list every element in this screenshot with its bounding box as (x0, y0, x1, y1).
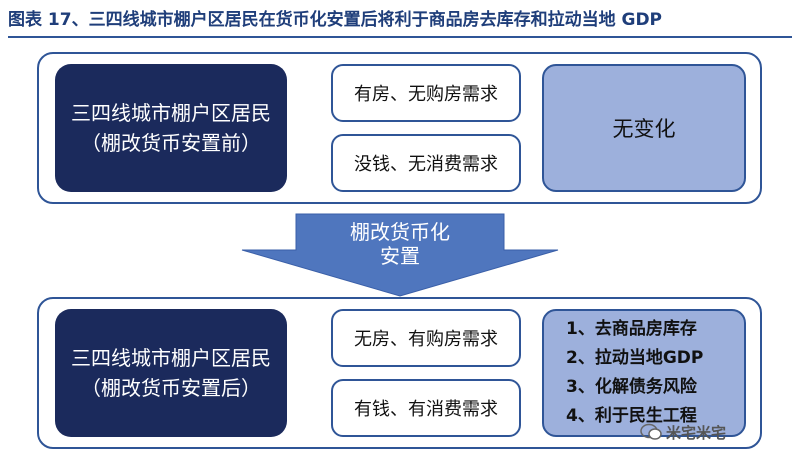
before-panel: 三四线城市棚户区居民 （棚改货币安置前） 有房、无购房需求 没钱、无消费需求 无… (37, 52, 762, 204)
after-result-item: 1、去商品房库存 (566, 319, 697, 339)
after-resident-box: 三四线城市棚户区居民 （棚改货币安置后） (55, 309, 287, 437)
after-result-item: 2、拉动当地GDP (566, 348, 704, 368)
watermark: 米宅米宅 (640, 421, 726, 443)
after-result-item: 4、利于民生工程 (566, 406, 697, 426)
before-condition-money: 没钱、无消费需求 (331, 134, 521, 192)
before-resident-label: 三四线城市棚户区居民 (71, 101, 271, 125)
watermark-text: 米宅米宅 (666, 423, 727, 442)
after-condition-money: 有钱、有消费需求 (331, 379, 521, 437)
before-resident-box: 三四线城市棚户区居民 （棚改货币安置前） (55, 64, 287, 192)
wechat-icon (640, 423, 662, 440)
title-divider (8, 36, 792, 38)
after-panel: 三四线城市棚户区居民 （棚改货币安置后） 无房、有购房需求 有钱、有消费需求 1… (37, 297, 762, 449)
figure-title: 图表 17、三四线城市棚户区居民在货币化安置后将利于商品房去库存和拉动当地 GD… (8, 10, 663, 30)
before-result-label: 无变化 (612, 117, 676, 141)
after-resident-label: 三四线城市棚户区居民 (71, 346, 271, 370)
transition-label-line2: 安置 (380, 244, 420, 268)
transition-arrow-shape (241, 213, 559, 297)
after-result-box: 1、去商品房库存 2、拉动当地GDP 3、化解债务风险 4、利于民生工程 (542, 309, 746, 437)
after-result-item: 3、化解债务风险 (566, 377, 697, 397)
transition-arrow-label: 棚改货币化 安置 (300, 220, 500, 268)
before-result-box: 无变化 (542, 64, 746, 192)
after-condition-housing: 无房、有购房需求 (331, 309, 521, 367)
after-resident-sublabel: （棚改货币安置后） (81, 376, 261, 400)
before-resident-sublabel: （棚改货币安置前） (81, 131, 261, 155)
transition-label-line1: 棚改货币化 (350, 220, 450, 244)
before-condition-housing: 有房、无购房需求 (331, 64, 521, 122)
